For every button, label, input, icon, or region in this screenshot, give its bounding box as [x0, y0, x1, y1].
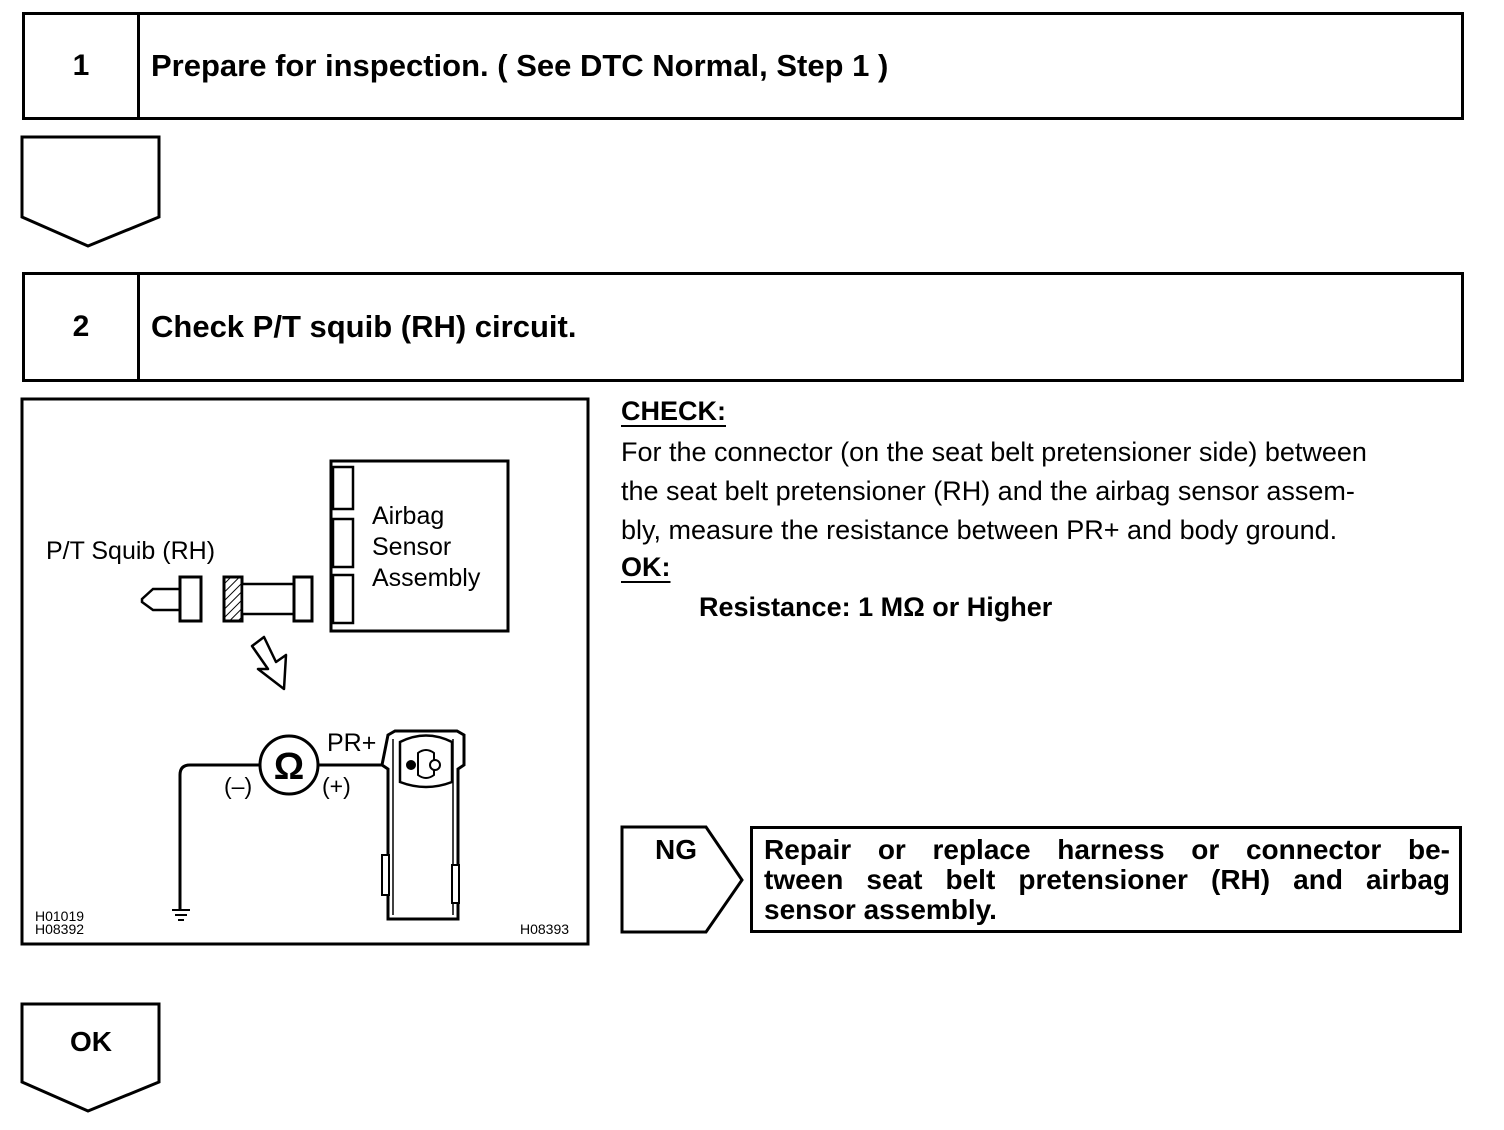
ohm-symbol: Ω	[274, 746, 304, 788]
airbag-sensor-assembly: Airbag Sensor Assembly	[329, 459, 510, 633]
check-line-3: bly, measure the resistance between PR+ …	[621, 515, 1338, 545]
ok-arrow-label: OK	[70, 1026, 112, 1057]
ng-line-1: Repair or replace harness or connector b…	[764, 834, 1450, 865]
check-heading: CHECK:	[621, 396, 726, 426]
ng-remedy-text: Repair or replace harness or connector b…	[764, 835, 1450, 925]
squib-label: P/T Squib (RH)	[46, 537, 215, 565]
figure-code-3: H08393	[520, 921, 569, 937]
inspection-arrow-icon	[250, 635, 288, 691]
step-1-title: Prepare for inspection. ( See DTC Normal…	[151, 48, 889, 83]
sensor-label-1: Airbag	[372, 502, 444, 530]
ng-arrow	[620, 825, 744, 934]
figure-code-1: H01019	[35, 908, 84, 924]
ok-specification: Resistance: 1 MΩ or Higher	[699, 592, 1053, 622]
ng-line-2: tween seat belt pretensioner (RH) and ai…	[764, 864, 1450, 895]
step-2-number: 2	[25, 275, 140, 379]
ground-wire	[178, 763, 260, 910]
sensor-label-2: Sensor	[372, 533, 451, 561]
squib-connector	[140, 575, 314, 623]
step-2-header: 2 Check P/T squib (RH) circuit.	[22, 272, 1464, 382]
ohmmeter-icon: Ω	[258, 734, 320, 796]
check-line-2: the seat belt pretensioner (RH) and the …	[621, 476, 1355, 506]
ok-heading: OK:	[621, 552, 671, 582]
minus-probe-label: (–)	[224, 773, 252, 799]
step-1-number: 1	[25, 15, 140, 117]
check-instructions: For the connector (on the seat belt pret…	[621, 433, 1471, 550]
circuit-diagram: Airbag Sensor Assembly P/T Squib (RH) Ω …	[20, 397, 590, 946]
check-line-1: For the connector (on the seat belt pret…	[621, 437, 1367, 467]
step-2-title: Check P/T squib (RH) circuit.	[151, 309, 577, 344]
ground-symbol-icon	[172, 909, 190, 921]
pretensioner-connector	[380, 729, 466, 921]
ng-remedy-box	[750, 826, 1462, 933]
terminal-label: PR+	[327, 729, 376, 757]
ng-line-3: sensor assembly.	[764, 894, 997, 925]
ng-label: NG	[655, 834, 697, 865]
figure-code-2: H08392	[35, 921, 84, 937]
plus-probe-label: (+)	[322, 773, 351, 799]
ok-arrow	[20, 1002, 161, 1113]
sensor-label-3: Assembly	[372, 564, 481, 592]
flow-down-arrow	[20, 135, 161, 248]
step-1-header: 1 Prepare for inspection. ( See DTC Norm…	[22, 12, 1464, 120]
